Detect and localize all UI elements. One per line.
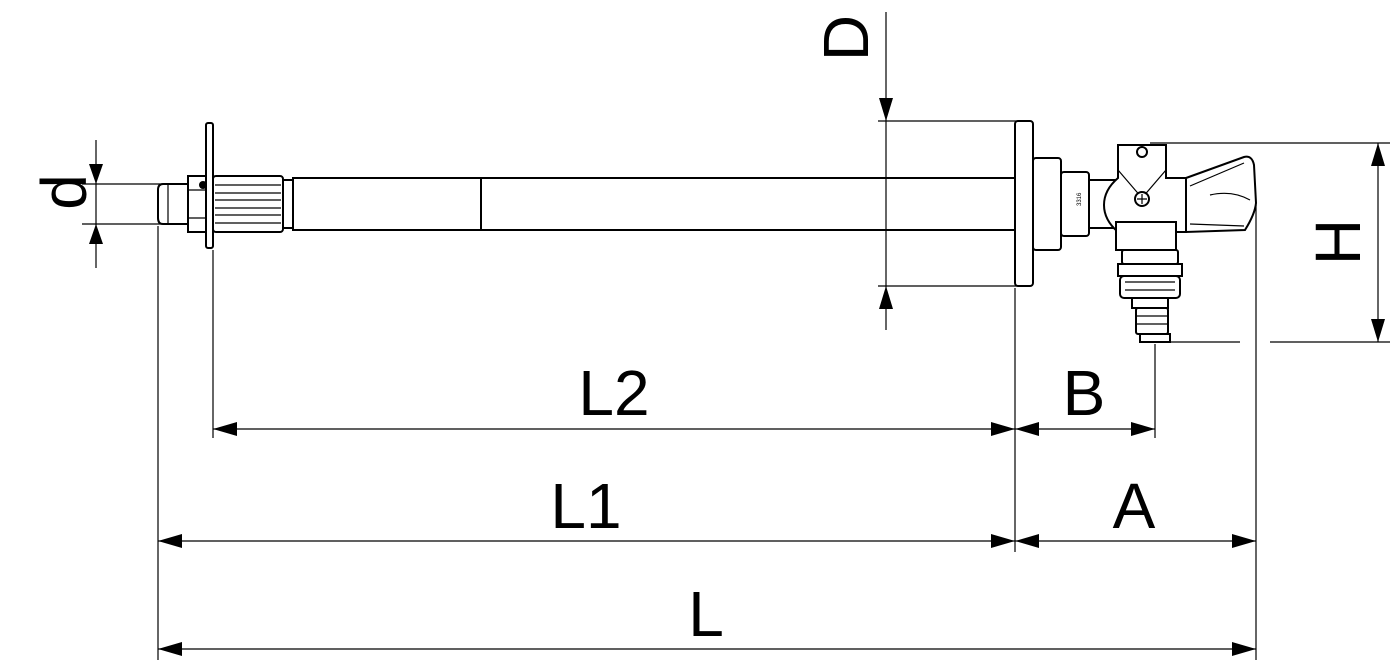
dim-L: L [158,578,1256,656]
label-A: A [1113,470,1156,542]
hose-outlet [1115,221,1183,343]
label-L1: L1 [550,470,621,542]
front-wall-plate [1014,120,1034,287]
label-L: L [688,578,724,650]
label-D: D [810,15,882,61]
ribbed-sleeve [212,175,294,233]
dim-D: D [810,12,1017,330]
dimension-lines: d D H L2 [28,12,1390,660]
inlet-stub [157,183,189,225]
label-H: H [1302,219,1374,265]
label-B: B [1063,357,1106,429]
wall-tube [292,177,1016,231]
label-d: d [28,174,100,210]
dim-A: A [1015,470,1256,548]
svg-text:3316: 3316 [1077,192,1083,206]
rear-flange [199,122,214,249]
dim-L1: L1 [158,470,1015,548]
dim-H: H [1150,142,1390,343]
frost-free-wall-faucet: 3316 [157,120,1258,343]
dim-L2: L2 [213,357,1015,436]
dim-d: d [28,140,163,268]
dim-B: B [1015,357,1155,436]
valve-handle [1185,155,1258,234]
valve-body: 3316 [1032,144,1187,251]
screw-dot [199,181,207,189]
label-L2: L2 [578,357,649,429]
